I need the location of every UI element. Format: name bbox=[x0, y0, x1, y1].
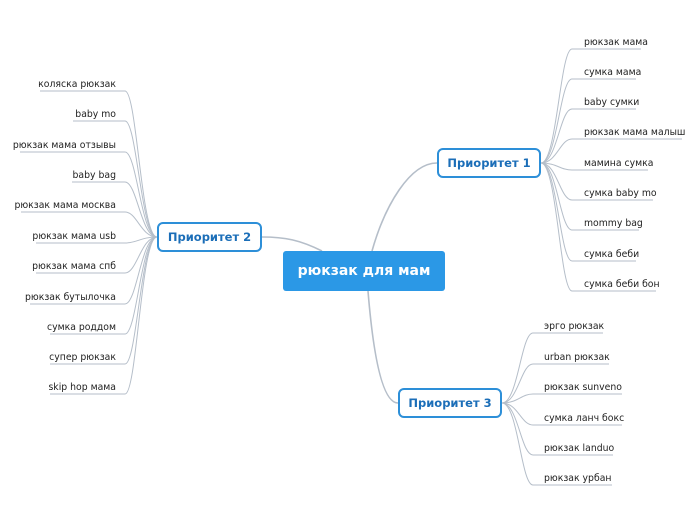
leaf-p1-5[interactable]: мамина сумка bbox=[584, 158, 654, 169]
leaf-p3-1[interactable]: эрго рюкзак bbox=[544, 321, 605, 332]
leaf-p2-1[interactable]: коляска рюкзак bbox=[38, 79, 116, 90]
link-p2-leaf-2 bbox=[124, 120, 158, 238]
central-topic-label: рюкзак для мам bbox=[297, 263, 431, 279]
leaf-p1-3[interactable]: baby сумки bbox=[584, 97, 640, 108]
leaf-p2-10[interactable]: супер рюкзак bbox=[49, 352, 116, 363]
link-p1-leaf-3 bbox=[540, 108, 573, 164]
leaf-p1-1[interactable]: рюкзак мама bbox=[584, 37, 648, 48]
link-p3-leaf-5 bbox=[501, 402, 534, 456]
link-p1-leaf-6 bbox=[540, 162, 573, 201]
link-p2-leaf-5 bbox=[124, 211, 158, 238]
topic-priority-3[interactable]: Приоритет 3 bbox=[398, 388, 502, 418]
link-p2-leaf-3 bbox=[124, 151, 158, 238]
link-p1-leaf-2 bbox=[540, 78, 573, 164]
link-central-to-p1 bbox=[371, 162, 438, 252]
topic-priority-2[interactable]: Приоритет 2 bbox=[157, 222, 262, 252]
link-p1-leaf-1 bbox=[540, 48, 573, 164]
leaf-p2-4[interactable]: baby bag bbox=[72, 170, 116, 181]
leaf-p2-2[interactable]: baby mo bbox=[75, 109, 116, 120]
link-p1-leaf-9 bbox=[540, 162, 573, 292]
link-p1-leaf-7 bbox=[540, 162, 573, 231]
leaf-p1-6[interactable]: сумка baby mo bbox=[584, 188, 657, 199]
link-central-to-p3 bbox=[367, 290, 399, 404]
leaf-p2-5[interactable]: рюкзак мама москва bbox=[14, 200, 116, 211]
link-p2-leaf-11 bbox=[124, 236, 158, 395]
leaf-p3-6[interactable]: рюкзак урбан bbox=[544, 473, 612, 484]
topic-priority-1[interactable]: Приоритет 1 bbox=[437, 148, 541, 178]
link-p3-leaf-6 bbox=[501, 402, 534, 486]
link-p2-leaf-4 bbox=[124, 181, 158, 238]
link-p3-leaf-3 bbox=[501, 393, 534, 404]
leaf-p1-8[interactable]: сумка беби bbox=[584, 249, 640, 260]
link-p1-leaf-4 bbox=[540, 138, 573, 164]
leaf-p2-6[interactable]: рюкзак мама usb bbox=[32, 231, 116, 242]
leaf-p3-3[interactable]: рюкзак sunveno bbox=[544, 382, 622, 393]
topic-priority-1-label: Приоритет 1 bbox=[447, 156, 531, 170]
link-p3-leaf-1 bbox=[501, 332, 534, 404]
leaf-p2-3[interactable]: рюкзак мама отзывы bbox=[12, 140, 116, 151]
leaf-p2-9[interactable]: сумка роддом bbox=[46, 322, 116, 333]
leaf-p2-7[interactable]: рюкзак мама спб bbox=[32, 261, 116, 272]
topic-priority-3-label: Приоритет 3 bbox=[408, 396, 492, 410]
leaf-p3-4[interactable]: сумка ланч бокс bbox=[544, 413, 625, 424]
leaf-p3-5[interactable]: рюкзак landuo bbox=[544, 443, 615, 454]
leaf-p1-4[interactable]: рюкзак мама малыш bbox=[584, 127, 686, 138]
link-p2-leaf-8 bbox=[124, 236, 158, 305]
link-central-to-p2 bbox=[261, 236, 323, 252]
topic-priority-2-label: Приоритет 2 bbox=[167, 230, 252, 244]
leaf-p2-8[interactable]: рюкзак бутылочка bbox=[25, 292, 116, 303]
leaf-p1-2[interactable]: сумка мама bbox=[584, 67, 642, 78]
link-p3-leaf-2 bbox=[501, 363, 534, 404]
leaf-p1-7[interactable]: mommy bag bbox=[584, 218, 643, 229]
central-topic[interactable]: рюкзак для мам bbox=[283, 251, 445, 291]
link-p2-leaf-1 bbox=[124, 90, 158, 238]
leaf-p2-11[interactable]: skip hop мама bbox=[48, 382, 116, 393]
leaf-p3-2[interactable]: urban рюкзак bbox=[544, 352, 610, 363]
leaf-p1-9[interactable]: сумка беби бон bbox=[584, 279, 660, 290]
